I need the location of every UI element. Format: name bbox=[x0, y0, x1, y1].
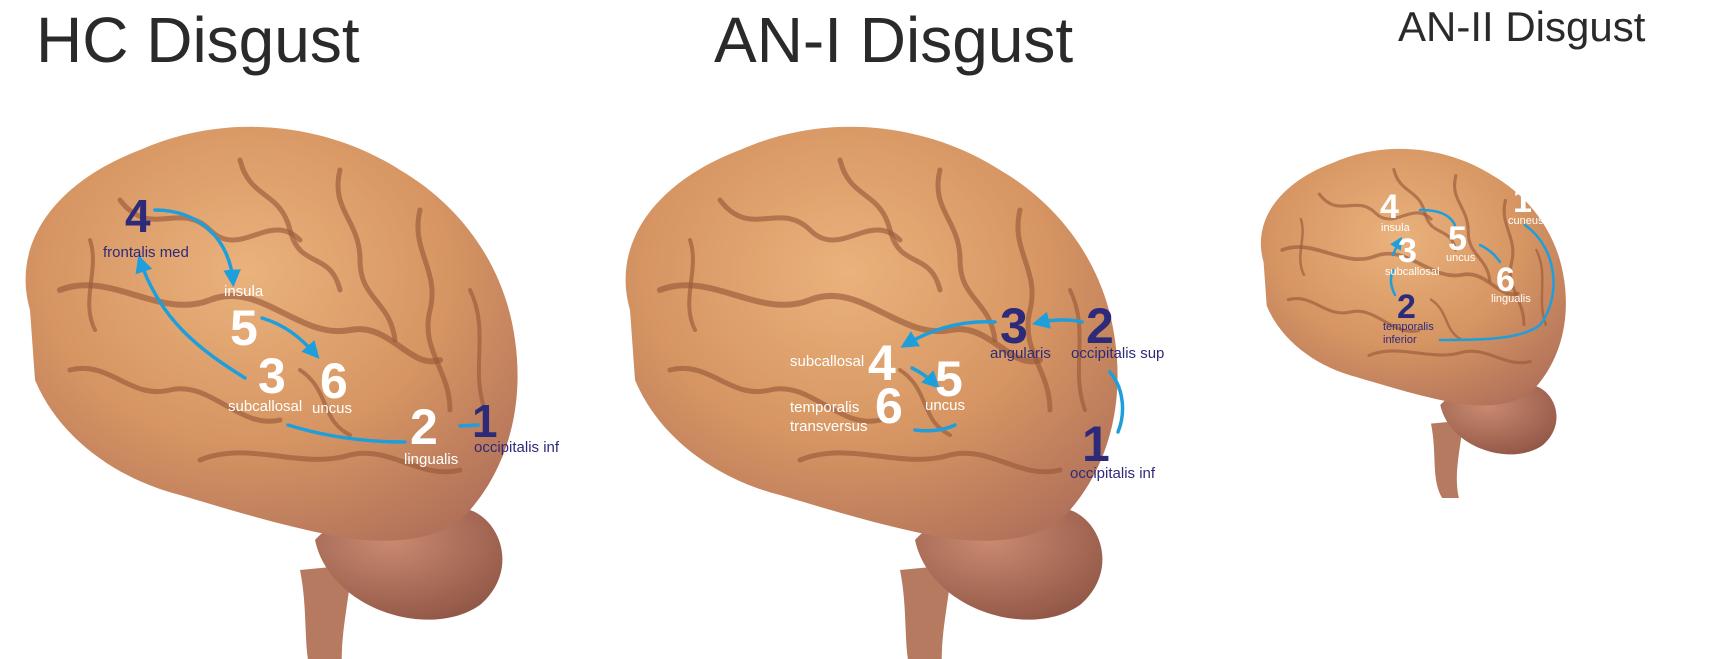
node-label: temporalis transversus bbox=[790, 399, 868, 435]
arrow-5-to-6 bbox=[260, 316, 320, 359]
node-label: insula bbox=[1381, 222, 1411, 234]
node-label: subcallosal bbox=[228, 398, 302, 415]
node-label: angularis bbox=[990, 345, 1051, 362]
node-number: 3 bbox=[1398, 232, 1417, 270]
node-number: 6 bbox=[1496, 261, 1515, 299]
node-number: 2 bbox=[1086, 298, 1114, 354]
node-number: 4 bbox=[1380, 188, 1399, 226]
arrow-2-to-3 bbox=[286, 423, 407, 444]
node-number: 1 bbox=[1513, 182, 1532, 220]
node-label: uncus bbox=[1446, 252, 1476, 264]
node-label: lingualis bbox=[1491, 293, 1531, 305]
node-label: uncus bbox=[925, 397, 965, 414]
node-number: 1 bbox=[1082, 416, 1110, 472]
an-ii-panel: 1 cuneus 4 insula 5 uncus 3 subcallosal … bbox=[1259, 146, 1568, 500]
brain-image bbox=[626, 127, 1118, 659]
arrow-4-to-5 bbox=[910, 366, 940, 389]
node-label: occipitalis sup bbox=[1071, 345, 1164, 362]
arrow-3-to-4 bbox=[1390, 236, 1402, 257]
arrow-2-to-3 bbox=[1031, 311, 1084, 329]
node-label: subcallosal bbox=[790, 353, 864, 370]
node-number: 2 bbox=[410, 399, 438, 455]
node-label: cuneus bbox=[1508, 215, 1544, 227]
arrow-3-to-4 bbox=[900, 320, 997, 348]
node-number: 3 bbox=[258, 348, 286, 404]
panel-title-hc-disgust: HC Disgust bbox=[36, 4, 360, 76]
node-label: temporalis inferior bbox=[1383, 321, 1434, 346]
arrow-5-to-6 bbox=[1478, 243, 1502, 264]
arrow-2-to-3 bbox=[1389, 268, 1397, 297]
panel-title-an-i-disgust: AN-I Disgust bbox=[714, 4, 1074, 76]
arrow-4-to-5 bbox=[1418, 208, 1457, 227]
node-number: 4 bbox=[868, 335, 896, 391]
node-number: 6 bbox=[320, 353, 348, 409]
node-label: uncus bbox=[312, 400, 352, 417]
node-number: 5 bbox=[230, 300, 258, 356]
node-number: 1 bbox=[472, 395, 498, 447]
arrow-5-to-6 bbox=[913, 423, 957, 433]
hc-panel: 4 frontalis med insula 5 3 subcallosal 6… bbox=[26, 127, 560, 659]
arrow-1-to-2 bbox=[1108, 370, 1125, 434]
node-label: occipitalis inf bbox=[474, 439, 560, 456]
node-label: insula bbox=[224, 283, 264, 300]
arrow-4-to-5 bbox=[153, 208, 241, 288]
node-number: 6 bbox=[875, 378, 903, 434]
node-label: subcallosal bbox=[1385, 266, 1439, 278]
arrow-1-to-2 bbox=[458, 423, 480, 428]
node-number: 5 bbox=[935, 351, 963, 407]
node-label-wrap: temporalis transversus bbox=[790, 399, 868, 435]
node-number: 2 bbox=[1397, 288, 1416, 326]
node-label: occipitalis inf bbox=[1070, 465, 1156, 482]
node-number: 5 bbox=[1448, 220, 1467, 258]
node-label: lingualis bbox=[404, 451, 458, 468]
arrow-3-to-4 bbox=[135, 255, 247, 380]
node-number: 3 bbox=[1000, 298, 1028, 354]
panel-title-an-ii-disgust: AN-II Disgust bbox=[1398, 3, 1646, 50]
node-number: 4 bbox=[125, 190, 151, 242]
an-i-panel: 2 occipitalis sup 3 angularis subcallosa… bbox=[626, 127, 1164, 659]
arrow-1-to-2 bbox=[1438, 223, 1555, 342]
node-label: frontalis med bbox=[103, 244, 189, 261]
node-label-wrap: temporalis inferior bbox=[1383, 321, 1434, 346]
